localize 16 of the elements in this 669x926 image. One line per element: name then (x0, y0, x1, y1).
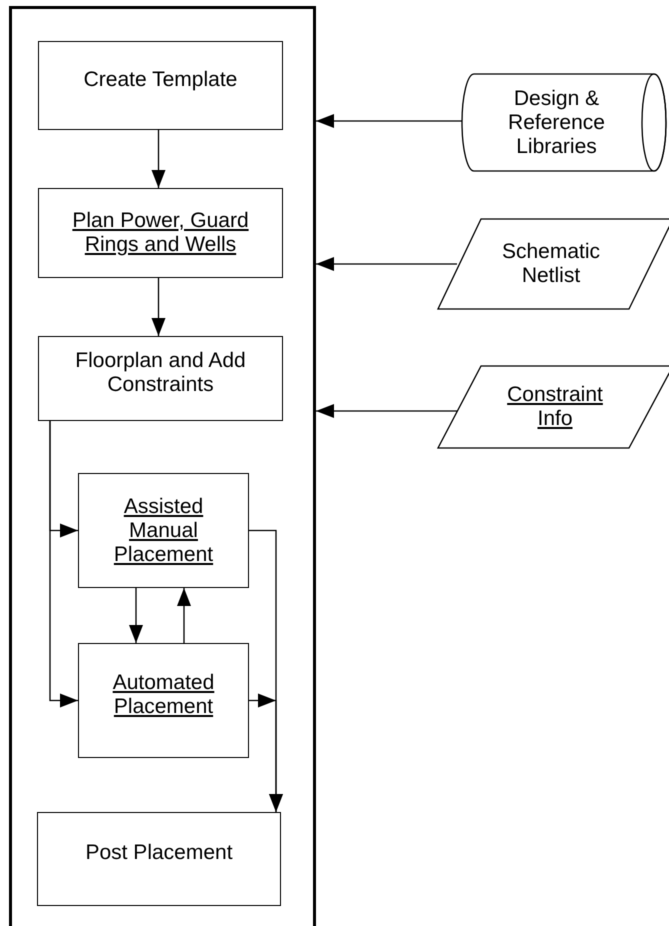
step-label: Design & Reference Libraries (507, 86, 606, 158)
process-box (37, 812, 281, 906)
stage-frame (9, 6, 316, 926)
process-box (78, 643, 249, 758)
process-box (78, 473, 249, 588)
process-box (38, 336, 283, 421)
step-label: Constraint Info (506, 383, 604, 431)
step-label: Schematic Netlist (500, 240, 602, 288)
step-label: Automated Placement (112, 670, 216, 718)
process-box (38, 41, 283, 130)
step-label: Create Template (84, 68, 238, 92)
step-label: Assisted Manual Placement (112, 494, 214, 566)
step-label: Plan Power, Guard Rings and Wells (71, 209, 250, 257)
step-label: Floorplan and Add Constraints (74, 348, 247, 396)
step-label: Post Placement (85, 841, 233, 865)
process-box (38, 188, 283, 278)
